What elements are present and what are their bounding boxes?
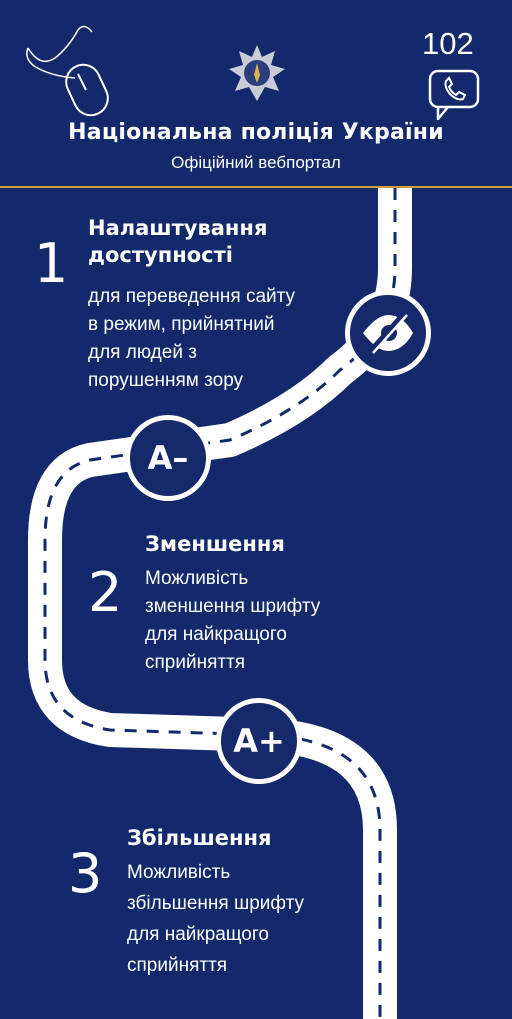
step-1-desc-line2: в режим, прийнятний (88, 314, 275, 335)
font-increase-badge: A+ (216, 698, 302, 784)
mouse-icon (26, 25, 109, 117)
step-1-desc-line1: для переведення сайту (88, 286, 296, 307)
org-name: Національна поліція України (68, 120, 444, 145)
org-subtitle: Офіційний вебпортал (171, 153, 341, 172)
hotline-number: 102 (422, 26, 474, 61)
header: Національна поліція України Офіційний ве… (0, 0, 512, 186)
step-1-number: 1 (34, 232, 69, 295)
step-3-desc-line3: для найкращого (127, 924, 269, 945)
phone-chat-icon (428, 69, 480, 121)
step-3-title: Збільшення (127, 826, 272, 850)
font-decrease-badge: A– (125, 415, 211, 501)
step-3-desc-line1: Можливість (127, 862, 231, 883)
step-3-number: 3 (68, 842, 103, 905)
eye-crossed-icon (363, 311, 413, 354)
step-1-title-line1: Налаштування (88, 216, 268, 240)
step-2-desc-line4: сприйняття (145, 652, 246, 673)
header-divider (0, 186, 512, 188)
step-2-title: Зменшення (145, 532, 285, 556)
font-decrease-label: A– (147, 439, 189, 477)
police-badge-icon (229, 45, 285, 101)
step-1-desc-line4: порушенням зору (88, 370, 244, 391)
eye-crossed-badge (345, 290, 431, 376)
step-2-desc-line2: зменшення шрифту (145, 596, 321, 617)
step-1-title-line2: доступності (88, 243, 233, 267)
step-3-desc-line2: збільшення шрифту (127, 893, 305, 914)
step-2-desc-line1: Можливість (145, 568, 249, 589)
font-increase-label: A+ (233, 722, 285, 760)
step-2-number: 2 (88, 561, 123, 624)
step-2-desc-line3: для найкращого (145, 624, 287, 645)
step-1-desc-line3: для людей з (88, 342, 197, 363)
step-3-desc-line4: сприйняття (127, 955, 228, 976)
